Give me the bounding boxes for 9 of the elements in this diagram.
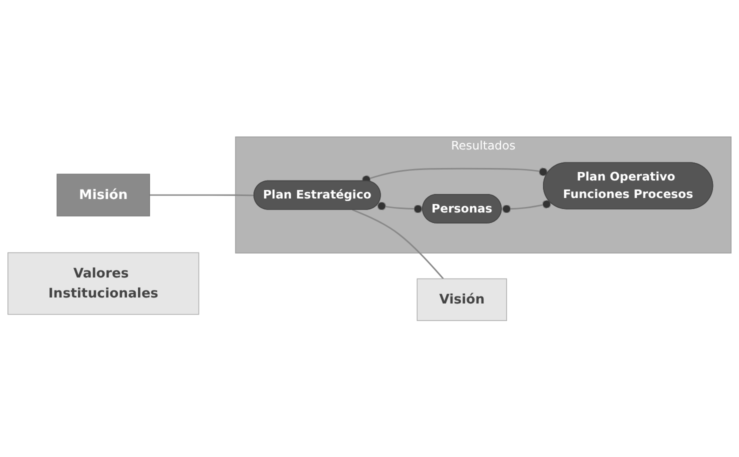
cluster bbox=[235, 136, 732, 254]
diagram: Resultados Misión Plan Estratégico Personas Plan Operativo Funciones Procesos Visión Valores Institucionales bbox=[2, 130, 737, 326]
node-box bbox=[416, 278, 507, 321]
connector bbox=[502, 200, 552, 214]
connector bbox=[376, 201, 423, 214]
node-box bbox=[56, 174, 150, 216]
node-box bbox=[8, 252, 200, 314]
connector bbox=[352, 208, 444, 279]
connector bbox=[150, 194, 254, 196]
